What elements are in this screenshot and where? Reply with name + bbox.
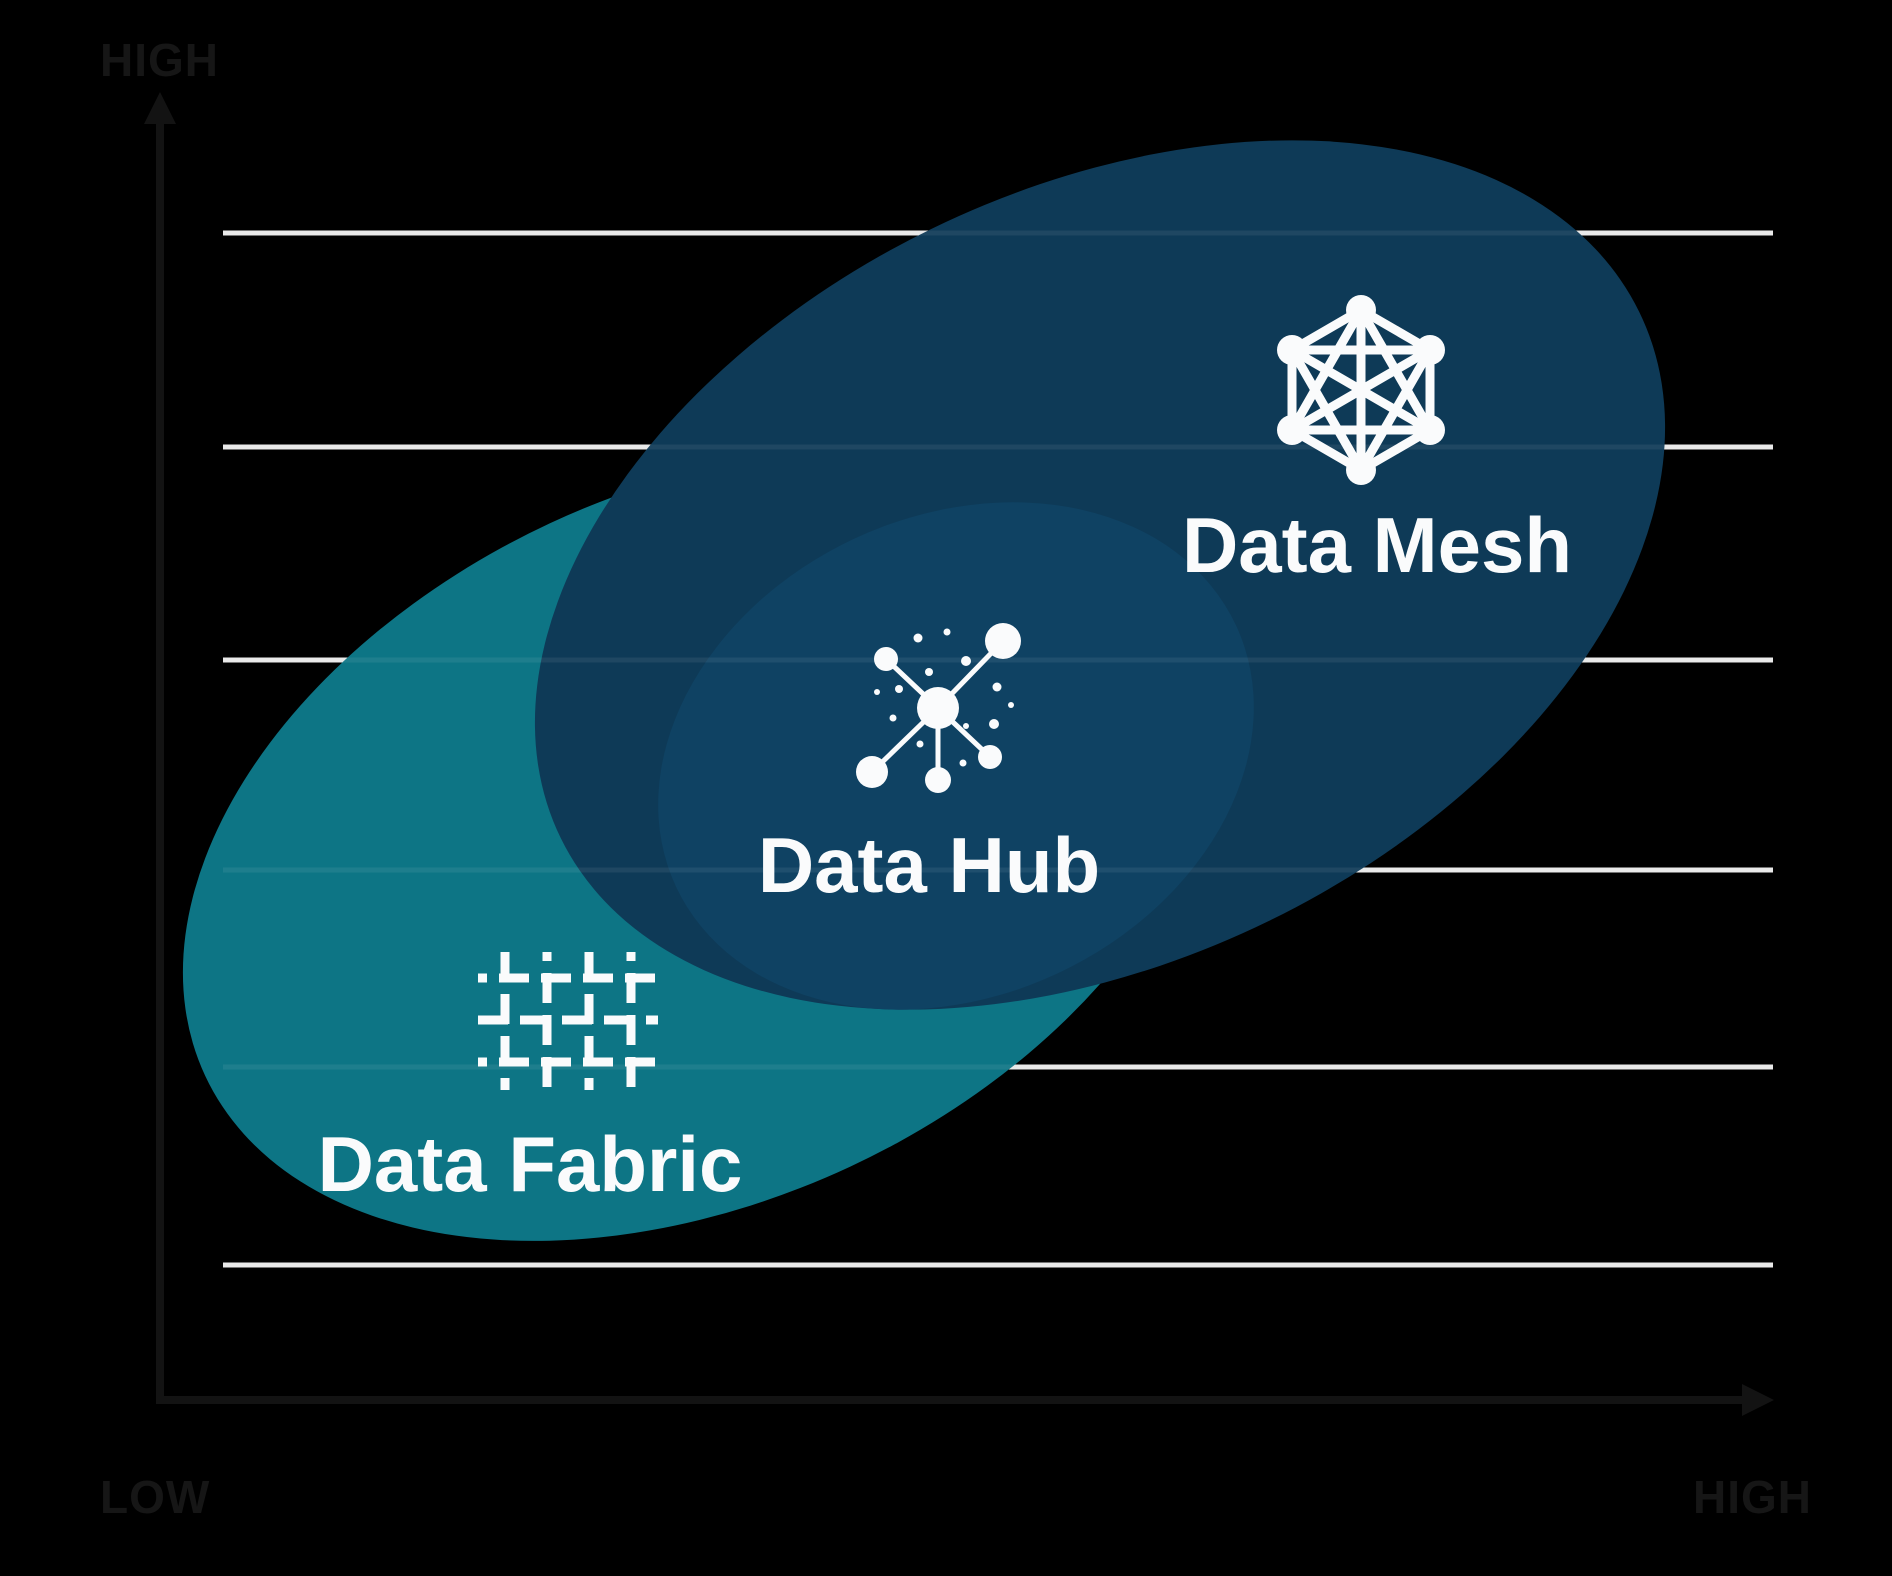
data-fabric-label: Data Fabric: [318, 1120, 743, 1208]
axes: [144, 92, 1774, 1416]
data-hub-label: Data Hub: [758, 821, 1100, 909]
y-axis-high-label: HIGH: [100, 34, 219, 86]
y-axis-low-label: LOW: [100, 1471, 210, 1523]
y-axis-arrow-icon: [144, 92, 176, 124]
x-axis-arrow-icon: [1742, 1384, 1774, 1416]
hub-spoke-icon: [856, 623, 1021, 793]
data-mesh-label: Data Mesh: [1182, 501, 1572, 589]
data-hub-ellipse: [658, 502, 1254, 1010]
fabric-weave-icon: [478, 952, 658, 1090]
gridline-overlay: [223, 230, 1773, 1268]
mesh-network-icon: [1277, 295, 1445, 485]
x-axis-high-label: HIGH: [1693, 1471, 1812, 1523]
